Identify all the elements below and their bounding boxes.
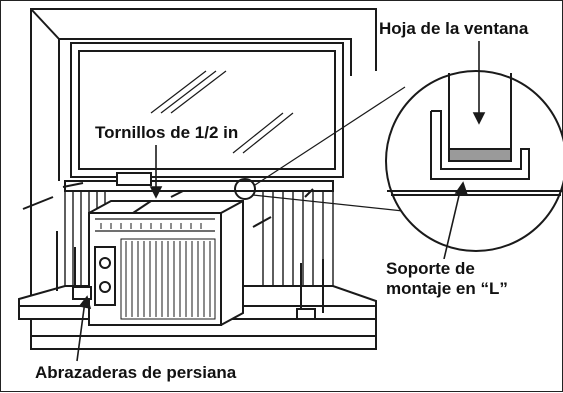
label-l-bracket-line1: Soporte de (386, 259, 475, 278)
detail-l-bracket (387, 110, 563, 196)
label-blind-clamps: Abrazaderas de persiana (33, 363, 239, 383)
detail-window-sash (448, 73, 512, 162)
ac-grille (100, 223, 216, 320)
window-sash (70, 42, 344, 178)
label-window-sash: Hoja de la ventana (377, 19, 531, 39)
blind-clamps (72, 286, 316, 320)
air-conditioner (88, 200, 244, 326)
window-frame (30, 8, 377, 346)
label-l-bracket: Soporte de montaje en “L” (384, 259, 510, 299)
label-l-bracket-line2: montaje en “L” (386, 278, 508, 298)
label-screws: Tornillos de 1/2 in (93, 123, 241, 143)
annotation-arrows (76, 41, 486, 362)
mounting-rail (64, 172, 334, 192)
detail-callout (234, 70, 563, 252)
